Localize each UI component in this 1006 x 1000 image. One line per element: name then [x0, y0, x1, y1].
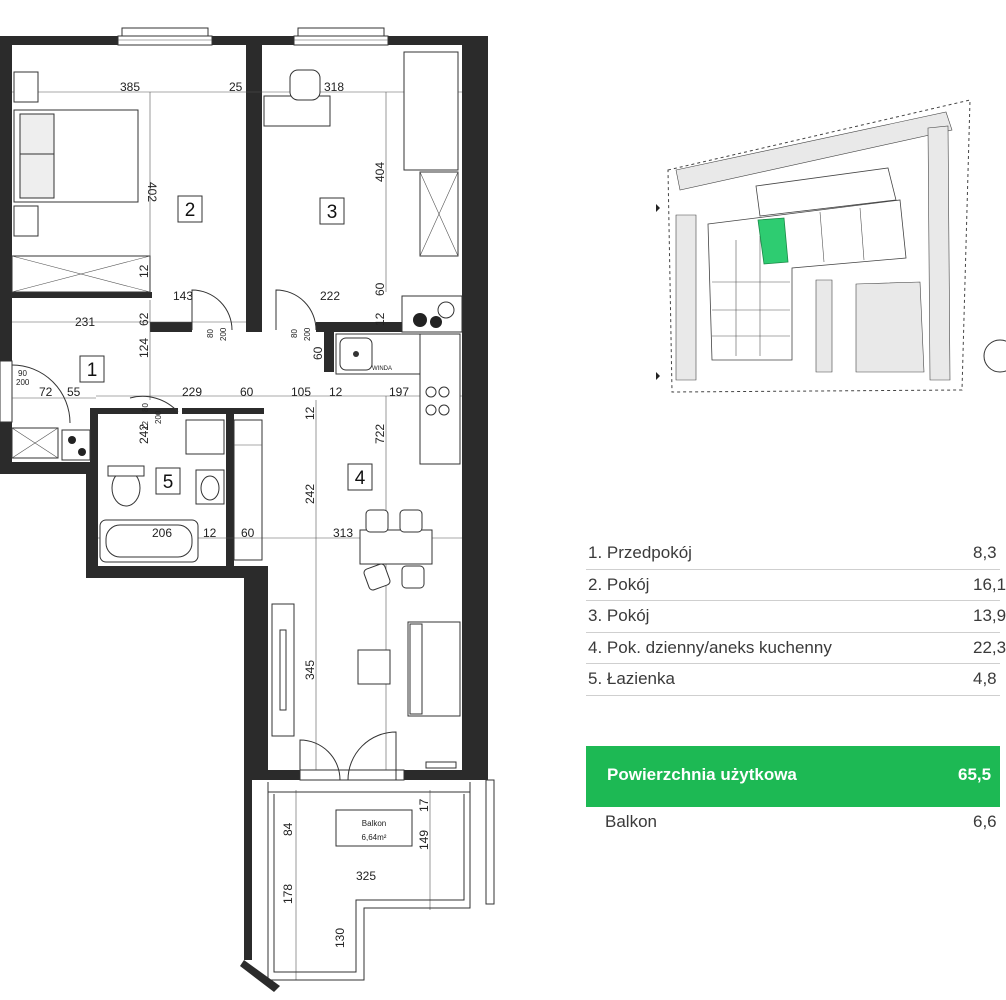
dim-label: 60 — [311, 346, 325, 360]
dim-label: 25 — [229, 80, 243, 94]
dim-label: 12 — [303, 406, 317, 420]
balcony-plan-area: 6,64m² — [362, 833, 387, 842]
dim-label: 200 — [303, 327, 312, 341]
dim-label: 80 — [290, 329, 299, 338]
apartment-highlight — [757, 217, 789, 265]
dim-label: 12 — [141, 421, 150, 430]
dimension-texts: 385 25 318 402 404 143 222 12 12 60 231 … — [16, 80, 431, 948]
room-row: 3. Pokój 13,9 — [586, 601, 1006, 633]
dim-label: 722 — [373, 424, 387, 444]
room-name: 1. Przedpokój — [588, 543, 692, 562]
doors — [11, 289, 397, 781]
total-value: 65,5 — [958, 765, 992, 784]
walls — [0, 36, 488, 780]
dim-label: 197 — [389, 385, 409, 399]
dim-label: 105 — [291, 385, 311, 399]
room-area: 13,9 — [973, 606, 1006, 625]
balcony-plan-label: Balkon — [362, 819, 386, 828]
room-row: 1. Przedpokój 8,3 — [586, 538, 1000, 570]
room-area: 8,3 — [973, 543, 997, 562]
balcony-label: Balkon — [605, 812, 657, 831]
room-area: 4,8 — [973, 669, 997, 688]
dim-label: 404 — [373, 162, 387, 182]
dim-label: 318 — [324, 80, 344, 94]
room-number-3: 3 — [327, 202, 338, 223]
room-number-4: 4 — [355, 468, 366, 489]
room-2-furniture — [11, 71, 151, 293]
dim-label: 200 — [154, 410, 163, 424]
dim-label: 149 — [417, 830, 431, 850]
room-area-list: 1. Przedpokój 8,3 2. Pokój 16,1 3. Pokój… — [586, 538, 1006, 696]
dim-label: 17 — [417, 798, 431, 812]
dim-label: 90 — [18, 369, 27, 378]
dim-label: 345 — [303, 660, 317, 680]
bathroom-furniture — [11, 419, 263, 563]
dim-label: 229 — [182, 385, 202, 399]
dim-label: 12 — [137, 264, 151, 278]
dim-label: 325 — [356, 869, 376, 883]
dim-label: 143 — [173, 289, 193, 303]
room-row: 2. Pokój 16,1 — [586, 570, 1006, 601]
dim-label: 200 — [16, 378, 30, 387]
dim-label: 242 — [303, 484, 317, 504]
dim-label: 124 — [137, 338, 151, 358]
dim-label: 242 — [137, 424, 151, 444]
dim-label: 80 — [206, 329, 215, 338]
dim-label: 200 — [219, 327, 228, 341]
room-name: 4. Pok. dzienny/aneks kuchenny — [588, 637, 832, 657]
dim-label: 12 — [329, 385, 343, 399]
dim-label: 72 — [39, 385, 53, 399]
dim-label: 62 — [137, 312, 151, 326]
room-area: 22,3 — [973, 637, 1006, 657]
dim-label: 130 — [333, 928, 347, 948]
winda-label: WINDA — [372, 366, 392, 372]
dim-label: 60 — [373, 282, 387, 296]
room-row: 5. Łazienka 4,8 — [586, 664, 1000, 696]
room-number-1: 1 — [87, 360, 98, 381]
balcony-value: 6,6 — [973, 812, 997, 831]
dim-label: 313 — [333, 526, 353, 540]
dim-label: 206 — [152, 526, 172, 540]
room-name: 2. Pokój — [588, 574, 650, 594]
room-3-furniture — [263, 51, 459, 257]
dim-label: 84 — [281, 822, 295, 836]
balcony-row: Balkon 6,6 — [586, 808, 1000, 838]
total-label: Powierzchnia użytkowa — [607, 765, 797, 784]
site-map — [656, 99, 1006, 393]
kitchen-furniture — [335, 295, 463, 465]
dim-label: 60 — [241, 526, 255, 540]
dim-label: 55 — [67, 385, 81, 399]
room-area: 16,1 — [973, 574, 1006, 594]
dim-label: 12 — [203, 526, 217, 540]
room-row: 4. Pok. dzienny/aneks kuchenny 22,3 — [586, 633, 1006, 664]
dim-label: 385 — [120, 80, 140, 94]
room-numbers: 2 3 1 4 5 — [79, 195, 373, 495]
room-number-2: 2 — [185, 200, 196, 221]
usable-area-total: Powierzchnia użytkowa 65,5 — [586, 746, 1000, 807]
dim-label: 60 — [240, 385, 254, 399]
dim-label: 231 — [75, 315, 95, 329]
room-name: 5. Łazienka — [588, 669, 675, 688]
room-number-5: 5 — [163, 472, 174, 493]
room-name: 3. Pokój — [588, 606, 650, 625]
living-furniture — [271, 509, 461, 769]
windows — [0, 27, 405, 781]
dim-label: 402 — [145, 182, 159, 202]
dim-label: 12 — [373, 312, 387, 326]
dim-label: 222 — [320, 289, 340, 303]
dim-label: 178 — [281, 884, 295, 904]
balcony-outline — [240, 779, 495, 992]
dim-label: 80 — [141, 403, 150, 412]
